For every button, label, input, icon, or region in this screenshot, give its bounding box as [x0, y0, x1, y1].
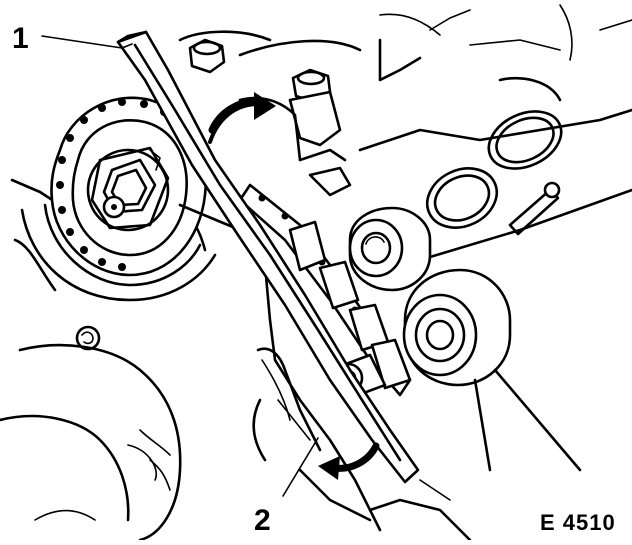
callout-label-1: 1 — [12, 22, 29, 55]
callout-label-2: 2 — [254, 504, 271, 537]
idler-roller-upper — [348, 206, 432, 292]
idler-roller-lower — [402, 268, 582, 472]
callout-1-leader — [41, 35, 123, 49]
callout-2-leader — [282, 437, 319, 497]
sprocket-hub — [86, 146, 170, 232]
cylinder-head-area — [178, 4, 632, 262]
rotation-arrow-lower — [318, 442, 380, 480]
rotation-arrow-upper — [208, 92, 276, 144]
figure-id-label: E 4510 — [540, 510, 616, 535]
tensioner-guide-rail — [116, 30, 420, 484]
